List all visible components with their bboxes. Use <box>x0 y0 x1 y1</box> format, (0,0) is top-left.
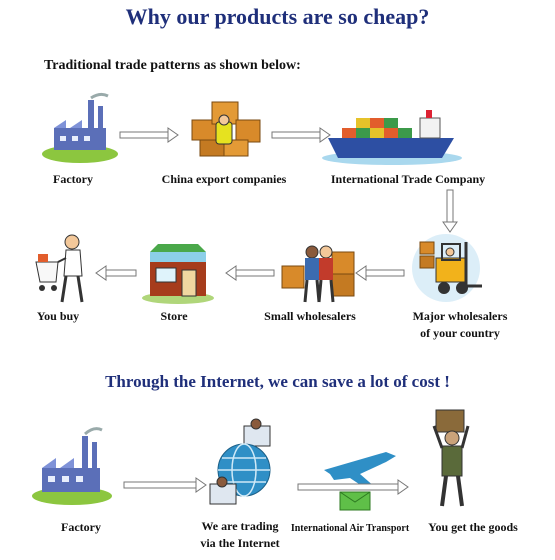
arrow-right-4 <box>297 479 409 495</box>
major-wholesalers-line1: Major wholesalers <box>412 309 508 323</box>
cargo-ship-icon <box>322 110 462 165</box>
airplane-envelope-icon <box>324 452 396 511</box>
arrow-right-2 <box>271 127 331 143</box>
store-icon <box>142 244 214 304</box>
arrow-down-1 <box>442 189 458 233</box>
step-small-wholesalers-label: Small wholesalers <box>264 309 356 323</box>
forklift-icon <box>412 234 482 302</box>
net-get-goods-label: You get the goods <box>428 520 518 534</box>
step-export-label: China export companies <box>161 172 287 186</box>
factory-icon <box>42 92 118 163</box>
arrow-left-3 <box>95 265 137 281</box>
internet-heading: Through the Internet, we can save a lot … <box>105 372 450 391</box>
factory-icon <box>32 427 112 505</box>
arrow-left-1 <box>355 265 405 281</box>
arrow-right-3 <box>123 477 207 493</box>
arrow-left-2 <box>225 265 275 281</box>
step-store-label: Store <box>160 309 188 323</box>
net-trading-line1: We are trading <box>201 519 279 533</box>
step-major-wholesalers-label: Major wholesalers of your country <box>400 308 520 342</box>
arrow-right-1 <box>119 127 179 143</box>
net-trading-line2: via the Internet <box>200 536 280 550</box>
export-boxes-icon <box>191 101 261 157</box>
net-trading-label: We are trading via the Internet <box>180 518 300 552</box>
person-receiving-goods-icon <box>432 409 470 507</box>
workers-boxes-icon <box>281 245 355 303</box>
traditional-heading: Traditional trade patterns as shown belo… <box>44 58 301 73</box>
net-air-transport-label: International Air Transport <box>290 523 410 534</box>
globe-network-icon <box>209 418 271 505</box>
step-you-buy-label: You buy <box>36 309 80 323</box>
page-title: Why our products are so cheap? <box>125 4 430 29</box>
shopper-cart-icon <box>35 234 84 303</box>
step-trade-company-label: International Trade Company <box>330 172 486 186</box>
major-wholesalers-line2: of your country <box>420 326 500 340</box>
step-factory-label: Factory <box>53 172 93 186</box>
net-factory-label: Factory <box>61 520 101 534</box>
